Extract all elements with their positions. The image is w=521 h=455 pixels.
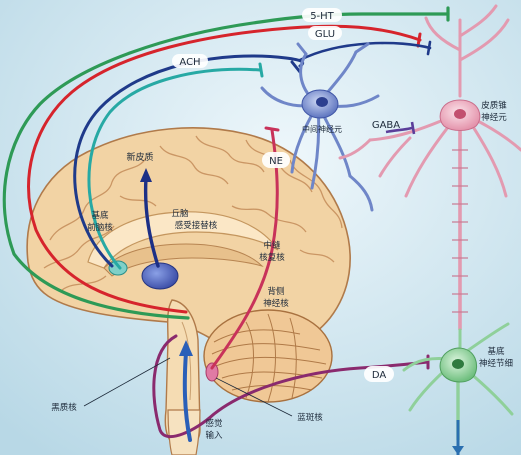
label-cortical-1: 皮质锥 xyxy=(481,100,507,111)
label-da: DA xyxy=(372,370,387,381)
label-raphe-2: 核复核 xyxy=(259,252,285,263)
label-ach: ACH xyxy=(179,57,200,68)
label-thalamus-1: 丘脑 xyxy=(171,208,189,219)
thalamus-nucleus xyxy=(142,263,178,289)
label-basal-forebrain-1: 基底 xyxy=(91,210,109,221)
label-cortical-2: 神经元 xyxy=(481,112,507,123)
label-blue-spot: 蓝斑核 xyxy=(297,412,323,423)
label-neocortex: 新皮质 xyxy=(126,151,153,163)
label-thalamus-2: 感受接替核 xyxy=(175,220,218,231)
label-gaba: GABA xyxy=(372,120,400,131)
label-interneuron: 中间神经元 xyxy=(302,124,342,134)
cerebellum xyxy=(204,310,332,402)
label-glu: GLU xyxy=(315,29,335,40)
norepinephrine-terminal xyxy=(266,128,278,130)
label-substantia-nigra: 黑质核 xyxy=(51,402,77,413)
label-locus-1: 背侧 xyxy=(267,286,284,297)
label-sensory-2: 输入 xyxy=(205,430,223,441)
label-sensory-1: 感觉 xyxy=(205,418,223,429)
label-ganglion-1: 基底 xyxy=(487,346,505,357)
acetylcholine-terminal xyxy=(260,64,262,76)
label-ne: NE xyxy=(269,156,283,167)
label-basal-forebrain-2: 前脑核 xyxy=(87,222,113,233)
label-raphe-1: 中缝 xyxy=(263,240,281,251)
label-5ht: 5-HT xyxy=(310,11,334,22)
label-ganglion-2: 神经节细 xyxy=(479,358,513,369)
label-locus-2: 神经核 xyxy=(263,298,289,309)
